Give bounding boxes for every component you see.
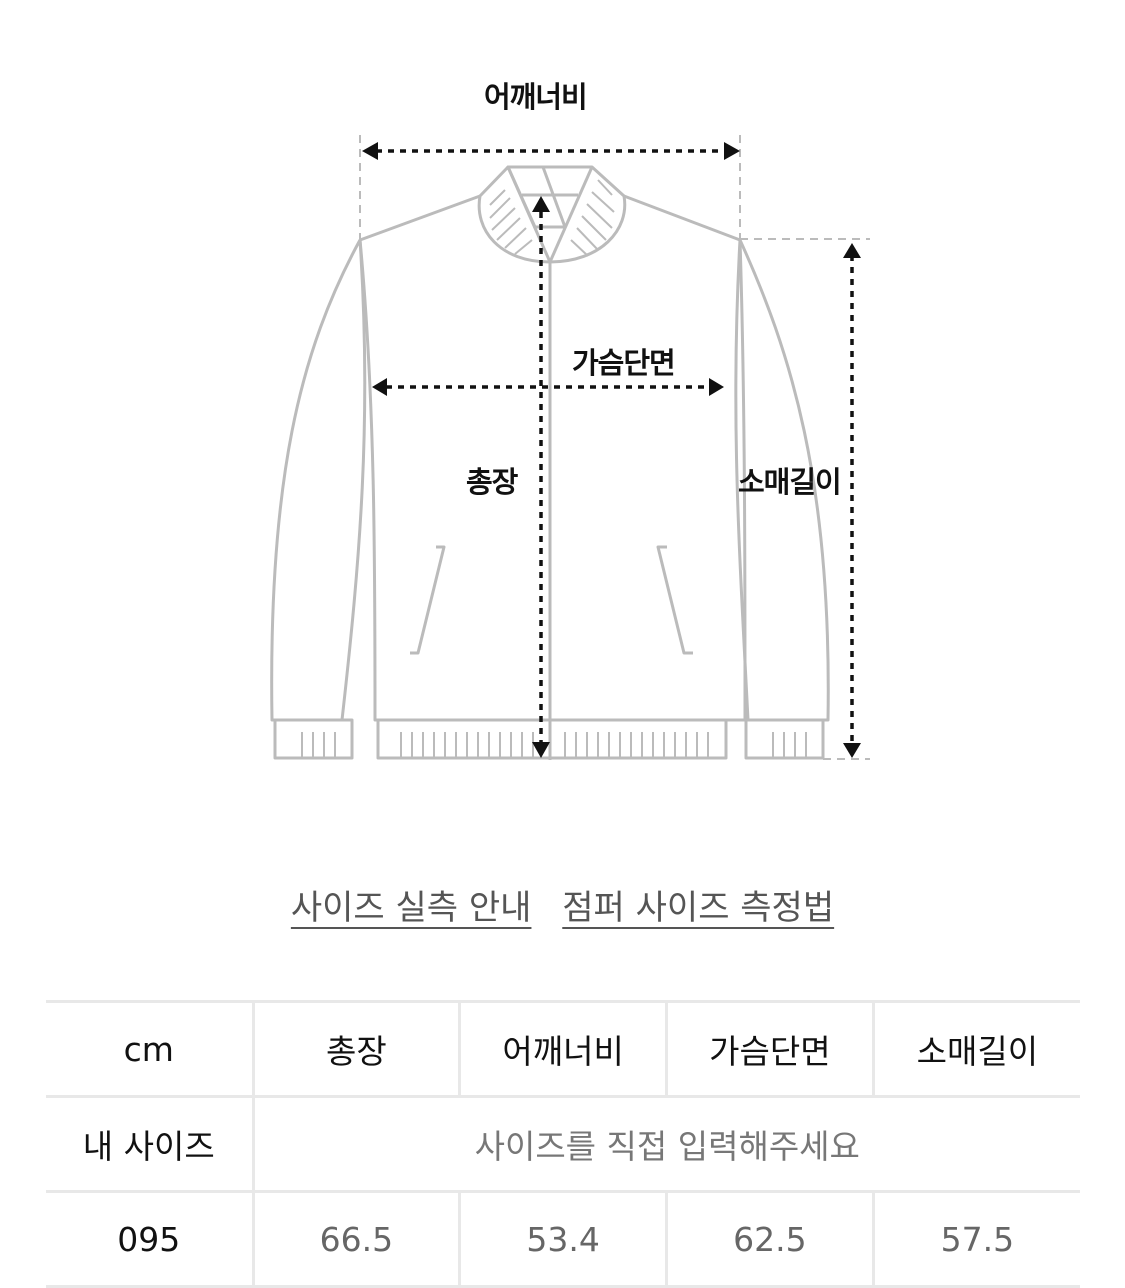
sleeve-length-label: 소매길이 bbox=[738, 465, 842, 499]
header-shoulder: 어깨너비 bbox=[458, 1000, 667, 1098]
my-size-input[interactable]: 사이즈를 직접 입력해주세요 bbox=[251, 1095, 1080, 1193]
value-total-length: 66.5 bbox=[251, 1190, 460, 1288]
value-sleeve: 57.5 bbox=[871, 1190, 1080, 1288]
value-shoulder: 53.4 bbox=[458, 1190, 667, 1288]
total-length-label: 총장 bbox=[466, 465, 518, 499]
jacket-illustration bbox=[270, 135, 870, 760]
size-diagram: 어깨너비 가슴단면 총장 소매길이 bbox=[270, 80, 870, 760]
jumper-measure-link[interactable]: 점퍼 사이즈 측정법 bbox=[562, 888, 835, 928]
my-size-row: 내 사이즈 사이즈를 직접 입력해주세요 bbox=[46, 1095, 1080, 1193]
header-sleeve: 소매길이 bbox=[871, 1000, 1080, 1098]
shoulder-width-label: 어깨너비 bbox=[484, 80, 588, 114]
chest-width-label: 가슴단면 bbox=[572, 346, 676, 380]
table-row: 095 66.5 53.4 62.5 57.5 bbox=[46, 1190, 1080, 1288]
my-size-label: 내 사이즈 bbox=[46, 1095, 253, 1193]
table-header-row: cm 총장 어깨너비 가슴단면 소매길이 bbox=[46, 1000, 1080, 1098]
size-table: cm 총장 어깨너비 가슴단면 소매길이 내 사이즈 사이즈를 직접 입력해주세… bbox=[46, 1000, 1080, 1288]
value-chest: 62.5 bbox=[665, 1190, 874, 1288]
unit-header: cm bbox=[46, 1000, 253, 1098]
size-guide-link[interactable]: 사이즈 실측 안내 bbox=[290, 888, 532, 928]
header-chest: 가슴단면 bbox=[665, 1000, 874, 1098]
guide-links: 사이즈 실측 안내 점퍼 사이즈 측정법 bbox=[0, 880, 1125, 929]
header-total-length: 총장 bbox=[251, 1000, 460, 1098]
size-label: 095 bbox=[46, 1190, 253, 1288]
